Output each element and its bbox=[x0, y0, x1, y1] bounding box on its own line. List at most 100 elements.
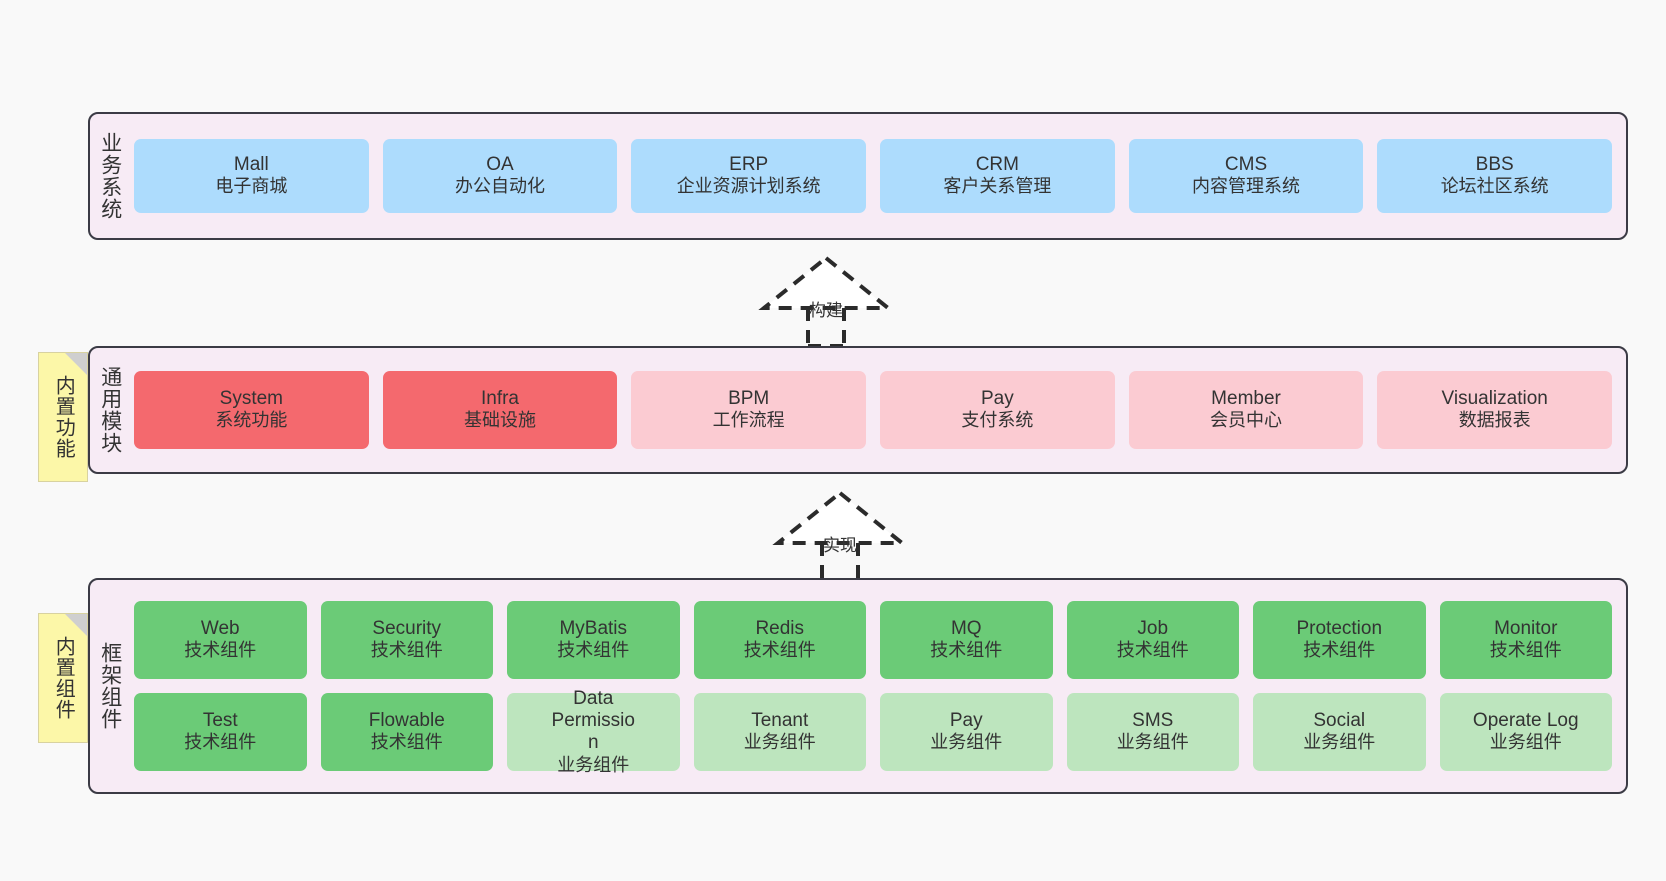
layer-body-common-module: System 系统功能 Infra 基础设施 BPM 工作流程 Pay 支付系统… bbox=[130, 348, 1626, 472]
component-title: Redis bbox=[755, 618, 805, 639]
component-operate-log[interactable]: Operate Log 业务组件 bbox=[1439, 693, 1612, 771]
component-title: Job bbox=[1137, 618, 1169, 639]
component-subtitle: 技术组件 bbox=[743, 640, 816, 661]
component-title: Mall bbox=[233, 154, 269, 175]
module-member[interactable]: Member 会员中心 bbox=[1128, 371, 1364, 449]
component-social[interactable]: Social 业务组件 bbox=[1253, 693, 1426, 771]
component-flowable[interactable]: Flowable 技术组件 bbox=[320, 693, 493, 771]
component-subtitle: 企业资源计划系统 bbox=[676, 176, 821, 197]
component-subtitle: 技术组件 bbox=[1116, 640, 1189, 661]
connector-label: 构建 bbox=[809, 301, 843, 320]
module-title: Infra bbox=[480, 388, 520, 409]
note-builtin-components: 内置组件 bbox=[38, 613, 88, 743]
component-job[interactable]: Job 技术组件 bbox=[1066, 601, 1239, 679]
component-title: BBS bbox=[1475, 154, 1514, 175]
module-pay[interactable]: Pay 支付系统 bbox=[880, 371, 1115, 449]
component-subtitle: 技术组件 bbox=[1303, 640, 1376, 661]
component-subtitle: 技术组件 bbox=[184, 732, 257, 753]
component-title: Test bbox=[202, 710, 238, 731]
note-fold-corner-icon bbox=[65, 353, 87, 375]
component-sms[interactable]: SMS 业务组件 bbox=[1066, 693, 1239, 771]
layer-title-framework-component: 框架组件 bbox=[98, 642, 122, 730]
component-title: MyBatis bbox=[559, 618, 628, 639]
layer-row: Test 技术组件 Flowable 技术组件 Data Permission … bbox=[134, 688, 1612, 775]
component-pay[interactable]: Pay 业务组件 bbox=[880, 693, 1053, 771]
component-oa[interactable]: OA 办公自动化 bbox=[382, 139, 618, 213]
layer-title-common-module: 通用模块 bbox=[98, 366, 122, 454]
component-subtitle: 技术组件 bbox=[370, 732, 443, 753]
module-title: BPM bbox=[728, 388, 770, 409]
component-subtitle: 业务组件 bbox=[1489, 732, 1562, 753]
component-erp[interactable]: ERP 企业资源计划系统 bbox=[631, 139, 867, 213]
component-subtitle: 内容管理系统 bbox=[1192, 176, 1301, 197]
note-builtin-features: 内置功能 bbox=[38, 352, 88, 482]
module-title: Visualization bbox=[1441, 388, 1548, 409]
module-visualization[interactable]: Visualization 数据报表 bbox=[1377, 371, 1613, 449]
component-title: OA bbox=[486, 154, 514, 175]
component-protection[interactable]: Protection 技术组件 bbox=[1253, 601, 1426, 679]
note-fold-corner-icon bbox=[65, 614, 87, 636]
layer-common-module: 通用模块 System 系统功能 Infra 基础设施 BPM 工作流程 Pay bbox=[88, 346, 1628, 474]
component-crm[interactable]: CRM 客户关系管理 bbox=[880, 139, 1115, 213]
component-mybatis[interactable]: MyBatis 技术组件 bbox=[507, 601, 680, 679]
component-data-permission[interactable]: Data Permission 业务组件 bbox=[507, 688, 680, 775]
layer-row: Web 技术组件 Security 技术组件 MyBatis 技术组件 Redi… bbox=[134, 601, 1612, 679]
component-title: SMS bbox=[1132, 710, 1174, 731]
component-mall[interactable]: Mall 电子商城 bbox=[134, 139, 369, 213]
module-title: Pay bbox=[980, 388, 1014, 409]
component-monitor[interactable]: Monitor 技术组件 bbox=[1439, 601, 1612, 679]
component-title: Protection bbox=[1296, 618, 1383, 639]
module-subtitle: 基础设施 bbox=[464, 410, 536, 431]
component-title: Data Permission bbox=[551, 687, 635, 754]
module-title: Member bbox=[1211, 388, 1281, 409]
layer-row: System 系统功能 Infra 基础设施 BPM 工作流程 Pay 支付系统… bbox=[134, 371, 1613, 449]
component-subtitle: 客户关系管理 bbox=[943, 176, 1052, 197]
component-subtitle: 技术组件 bbox=[184, 640, 257, 661]
connector-build: 构建 bbox=[746, 252, 906, 348]
component-title: Monitor bbox=[1494, 618, 1558, 639]
component-subtitle: 技术组件 bbox=[370, 640, 443, 661]
component-tenant[interactable]: Tenant 业务组件 bbox=[693, 693, 866, 771]
component-title: ERP bbox=[729, 154, 769, 175]
component-subtitle: 论坛社区系统 bbox=[1440, 176, 1549, 197]
module-title: System bbox=[219, 388, 284, 409]
layer-row: Mall 电子商城 OA 办公自动化 ERP 企业资源计划系统 CRM 客户关系… bbox=[134, 139, 1613, 213]
component-subtitle: 技术组件 bbox=[557, 640, 630, 661]
component-test[interactable]: Test 技术组件 bbox=[134, 693, 307, 771]
arrow-head-triangle bbox=[758, 255, 894, 310]
layer-title-business-system: 业务系统 bbox=[98, 132, 122, 220]
component-title: CMS bbox=[1224, 154, 1268, 175]
component-redis[interactable]: Redis 技术组件 bbox=[693, 601, 866, 679]
component-bbs[interactable]: BBS 论坛社区系统 bbox=[1377, 139, 1613, 213]
module-subtitle: 数据报表 bbox=[1458, 410, 1531, 431]
module-system[interactable]: System 系统功能 bbox=[134, 371, 369, 449]
component-title: Social bbox=[1313, 710, 1366, 731]
layer-body-business-system: Mall 电子商城 OA 办公自动化 ERP 企业资源计划系统 CRM 客户关系… bbox=[130, 114, 1626, 238]
component-title: Flowable bbox=[368, 710, 445, 731]
component-web[interactable]: Web 技术组件 bbox=[134, 601, 307, 679]
note-label: 内置组件 bbox=[52, 636, 75, 720]
layer-framework-component: 框架组件 Web 技术组件 Security 技术组件 MyBatis 技术组件… bbox=[88, 578, 1628, 794]
connector-label: 实现 bbox=[823, 536, 857, 555]
component-title: Security bbox=[372, 618, 442, 639]
component-subtitle: 业务组件 bbox=[743, 732, 816, 753]
layer-business-system: 业务系统 Mall 电子商城 OA 办公自动化 ERP 企业资源计划系统 CRM bbox=[88, 112, 1628, 240]
module-subtitle: 支付系统 bbox=[961, 410, 1034, 431]
module-bpm[interactable]: BPM 工作流程 bbox=[631, 371, 867, 449]
component-subtitle: 业务组件 bbox=[1303, 732, 1376, 753]
component-mq[interactable]: MQ 技术组件 bbox=[880, 601, 1053, 679]
arrow-head-triangle bbox=[772, 490, 908, 545]
component-title: Pay bbox=[949, 710, 983, 731]
component-title: Web bbox=[200, 618, 240, 639]
component-subtitle: 技术组件 bbox=[930, 640, 1003, 661]
connector-realize: 实现 bbox=[760, 487, 920, 583]
component-subtitle: 业务组件 bbox=[930, 732, 1003, 753]
component-cms[interactable]: CMS 内容管理系统 bbox=[1128, 139, 1364, 213]
component-title: MQ bbox=[950, 618, 982, 639]
layer-body-framework-component: Web 技术组件 Security 技术组件 MyBatis 技术组件 Redi… bbox=[130, 580, 1626, 792]
component-title: Operate Log bbox=[1472, 710, 1579, 731]
module-infra[interactable]: Infra 基础设施 bbox=[382, 371, 618, 449]
component-security[interactable]: Security 技术组件 bbox=[320, 601, 493, 679]
module-subtitle: 系统功能 bbox=[215, 410, 288, 431]
